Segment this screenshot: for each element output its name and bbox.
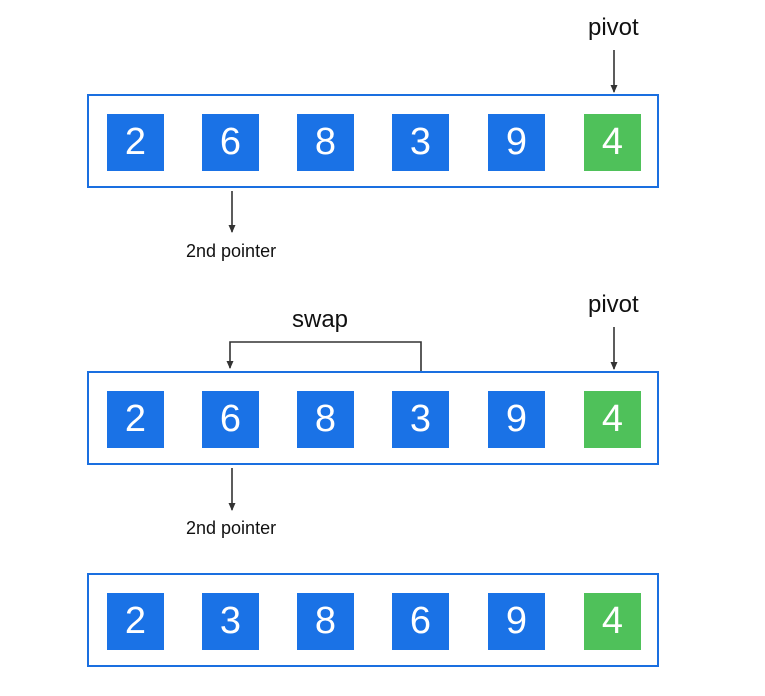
pointer-label-1: 2nd pointer [186, 241, 277, 261]
array-cell: 2 [107, 391, 164, 448]
pivot-cell: 4 [584, 391, 641, 448]
array-cell: 6 [392, 593, 449, 650]
pivot-cell: 4 [584, 593, 641, 650]
array-cell: 9 [488, 114, 545, 171]
array-frame-1: 2 6 8 3 9 4 [87, 94, 659, 188]
array-frame-2: 2 6 8 3 9 4 [87, 371, 659, 465]
array-frame-3: 2 3 8 6 9 4 [87, 573, 659, 667]
array-cell: 9 [488, 593, 545, 650]
array-cell: 2 [107, 593, 164, 650]
array-cell: 2 [107, 114, 164, 171]
array-cell: 3 [392, 391, 449, 448]
pivot-label-1: pivot [588, 14, 639, 41]
pointer-label-2: 2nd pointer [186, 518, 277, 538]
array-cell: 3 [202, 593, 259, 650]
array-cell: 9 [488, 391, 545, 448]
array-cell: 8 [297, 391, 354, 448]
array-cell: 6 [202, 114, 259, 171]
array-cell: 8 [297, 593, 354, 650]
pivot-label-2: pivot [588, 291, 639, 318]
array-cell: 8 [297, 114, 354, 171]
swap-connector [226, 341, 422, 371]
array-cell: 3 [392, 114, 449, 171]
pivot-cell: 4 [584, 114, 641, 171]
array-cell: 6 [202, 391, 259, 448]
swap-label: swap [292, 306, 349, 333]
